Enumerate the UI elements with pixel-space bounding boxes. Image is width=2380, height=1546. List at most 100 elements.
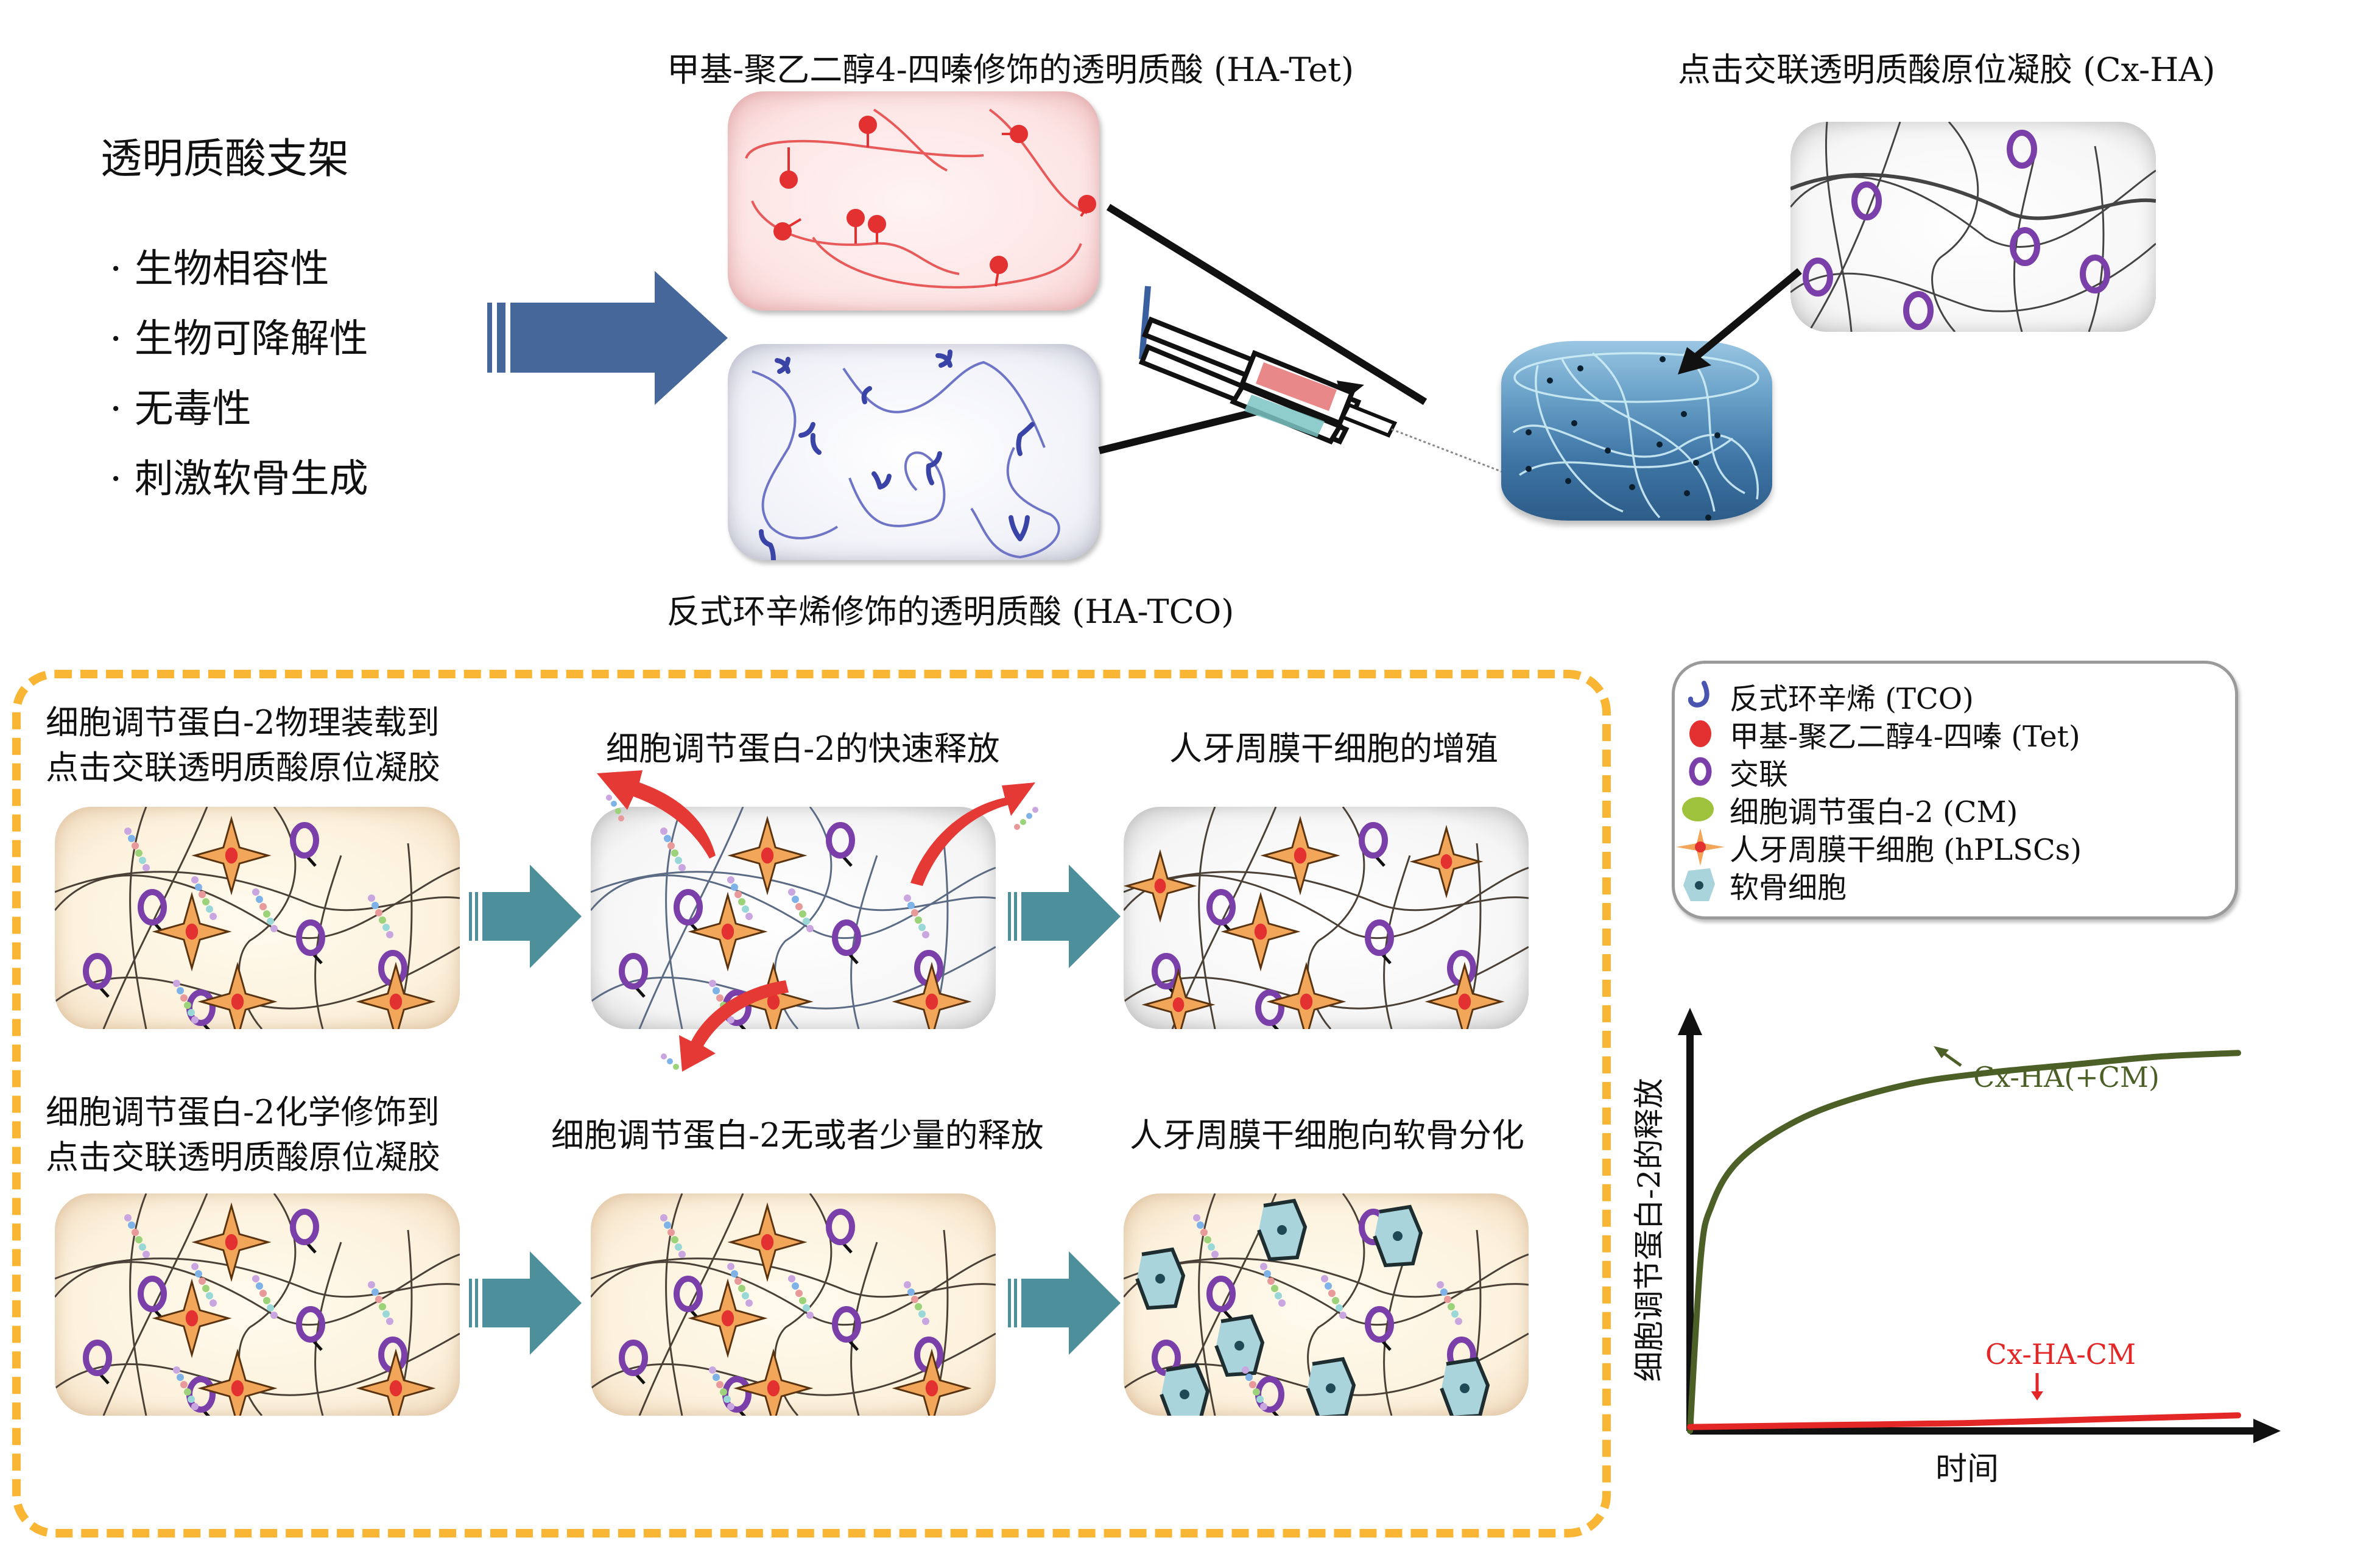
cell-nucleus <box>231 993 244 1010</box>
row2-step3-caption: 人牙周膜干细胞向软骨分化 <box>1130 1116 1524 1154</box>
annotation-pointer-icons <box>1934 1046 2043 1400</box>
row2-conjugated-gel-panel <box>55 1193 460 1416</box>
legend-label: 人牙周膜干细胞 (hPLSCs) <box>1730 833 2082 867</box>
cell-nucleus <box>721 923 734 940</box>
cell-nucleus <box>767 993 780 1010</box>
polymer-chain <box>55 1257 460 1298</box>
polymer-chain <box>1198 1193 1216 1416</box>
polymer-chain <box>665 807 683 1029</box>
crosslink-ring-icon <box>674 1276 703 1312</box>
gel-network <box>1124 1193 1529 1416</box>
chondrocyte-icon <box>1675 866 1730 904</box>
crosslink-ring-icon <box>826 822 855 859</box>
ha-tet-title: 甲基-聚乙二醇4-四嗪修饰的透明质酸 (HA-Tet) <box>667 51 1354 89</box>
row1-loaded-gel-panel <box>55 807 460 1029</box>
gel-network-lines <box>1512 352 1759 521</box>
polymer-chain <box>1198 807 1216 1029</box>
bullet-mark: · <box>110 387 122 432</box>
crosslink-ring-icon <box>1206 1276 1236 1312</box>
polymer-chain <box>102 1193 208 1416</box>
cm-molecule-icon <box>1437 1281 1462 1325</box>
crosslink-ring-icon <box>138 889 167 926</box>
cell-nucleus <box>1254 923 1267 940</box>
legend: 反式环辛烯 (TCO) 甲基-聚乙二醇4-四嗪 (Tet) 交联 细胞调节蛋白-… <box>1672 661 2238 919</box>
bullet-mark: · <box>110 247 122 292</box>
ha-tco-polymer-chains <box>752 350 1060 560</box>
cell-nucleus <box>1326 1383 1336 1393</box>
ha-tet-polymer-chains <box>745 108 1096 289</box>
cell-nucleus <box>1460 1383 1470 1393</box>
legend-item-chondrocyte: 软骨细胞 <box>1675 866 1847 905</box>
bullet-mark: · <box>110 317 122 362</box>
caption-line: 细胞调节蛋白-2物理装载到 <box>46 703 440 742</box>
cell-nucleus <box>761 847 774 864</box>
process-arrow-icon <box>469 1251 582 1355</box>
legend-label: 软骨细胞 <box>1730 871 1847 905</box>
crosslink-ring-icon <box>290 1209 319 1245</box>
cell-nucleus <box>185 1310 199 1327</box>
cm-molecule-icon <box>788 888 814 932</box>
row1-step2-caption: 细胞调节蛋白-2的快速释放 <box>606 729 1000 768</box>
row1-proliferation-panel <box>1124 807 1529 1029</box>
cx-ha-network <box>1790 122 2156 332</box>
cm-molecule-icon <box>368 1281 393 1325</box>
cm-molecule-icon <box>173 980 199 1024</box>
cm-molecule-icon <box>1260 1263 1286 1307</box>
legend-label: 交联 <box>1730 757 1789 792</box>
gel-network <box>591 807 996 1029</box>
y-axis-arrowhead-icon <box>1678 1008 1702 1035</box>
cell-nucleus <box>1180 1390 1189 1399</box>
scaffold-title: 透明质酸支架 <box>100 135 350 183</box>
row1-step3-caption: 人牙周膜干细胞的增殖 <box>1169 729 1498 768</box>
crosslink-ring-icon <box>619 1340 648 1376</box>
legend-item-tet: 甲基-聚乙二醇4-四嗪 (Tet) <box>1675 715 2080 754</box>
polymer-chain <box>129 807 147 1029</box>
legend-item-tco: 反式环辛烯 (TCO) <box>1675 677 1974 716</box>
cm-molecule-icon <box>709 1366 734 1410</box>
cx-ha-panel <box>1790 122 2156 332</box>
crosslink-ring-icon <box>832 919 861 956</box>
crosslink-ring-icon <box>296 1306 325 1343</box>
cm-molecule-icon <box>788 1275 814 1319</box>
bullet-item: · 生物相容性 <box>110 237 329 293</box>
crosslink-ring-icon <box>1365 919 1394 956</box>
cm-molecule-icon <box>660 827 686 871</box>
gel-network <box>55 1193 460 1416</box>
cm-molecule-icon <box>252 1275 278 1319</box>
polymer-chain <box>314 855 342 1029</box>
cell-nucleus <box>185 923 199 940</box>
cell-nucleus <box>389 1380 403 1397</box>
crosslink-ring-icon <box>1206 889 1236 926</box>
polymer-chain <box>638 1193 744 1416</box>
cm-free-molecule-icon <box>606 795 1038 1070</box>
polymer-chain <box>55 871 460 912</box>
polymer-chain <box>1124 871 1529 912</box>
chart-series <box>1687 1050 2241 1434</box>
dual-syringe-icon <box>1138 286 1511 476</box>
cx-ha-title: 点击交联透明质酸原位凝胶 (Cx-HA) <box>1678 51 2216 89</box>
workflow-dashed-frame <box>12 670 1611 1537</box>
cm-molecule-icon <box>1193 1214 1219 1258</box>
hplsc-star-icon <box>1675 828 1730 866</box>
cell-nucleus <box>925 993 938 1010</box>
chart-axes <box>1678 1008 2281 1443</box>
cell-nucleus <box>761 1234 774 1251</box>
ha-tet-panel <box>728 91 1099 311</box>
in-situ-gel-cylinder <box>1501 341 1772 521</box>
cell-nucleus <box>1172 997 1185 1013</box>
cell-nucleus <box>1154 878 1166 894</box>
crosslink-ring-icon <box>832 1306 861 1343</box>
cell-nucleus <box>1300 993 1313 1010</box>
row1-release-panel <box>591 807 996 1029</box>
cm-molecule-icon <box>252 888 278 932</box>
polymer-chain <box>1124 1257 1529 1298</box>
crosslink-ring-icon <box>1359 822 1388 859</box>
cm-molecule-icon <box>1321 1275 1347 1319</box>
cm-molecule-icon <box>1242 1366 1267 1410</box>
legend-item-cm: 细胞调节蛋白-2 (CM) <box>1675 790 2018 829</box>
series-line-cx-ha-cm <box>1687 1412 2241 1430</box>
crosslink-ring-icon <box>138 1276 167 1312</box>
chart-annotation-cx-ha-plus-cm: Cx-HA(+CM) <box>1973 1061 2160 1094</box>
legend-label: 甲基-聚乙二醇4-四嗪 (Tet) <box>1730 720 2080 754</box>
crosslink-ring-icon <box>1255 989 1284 1026</box>
